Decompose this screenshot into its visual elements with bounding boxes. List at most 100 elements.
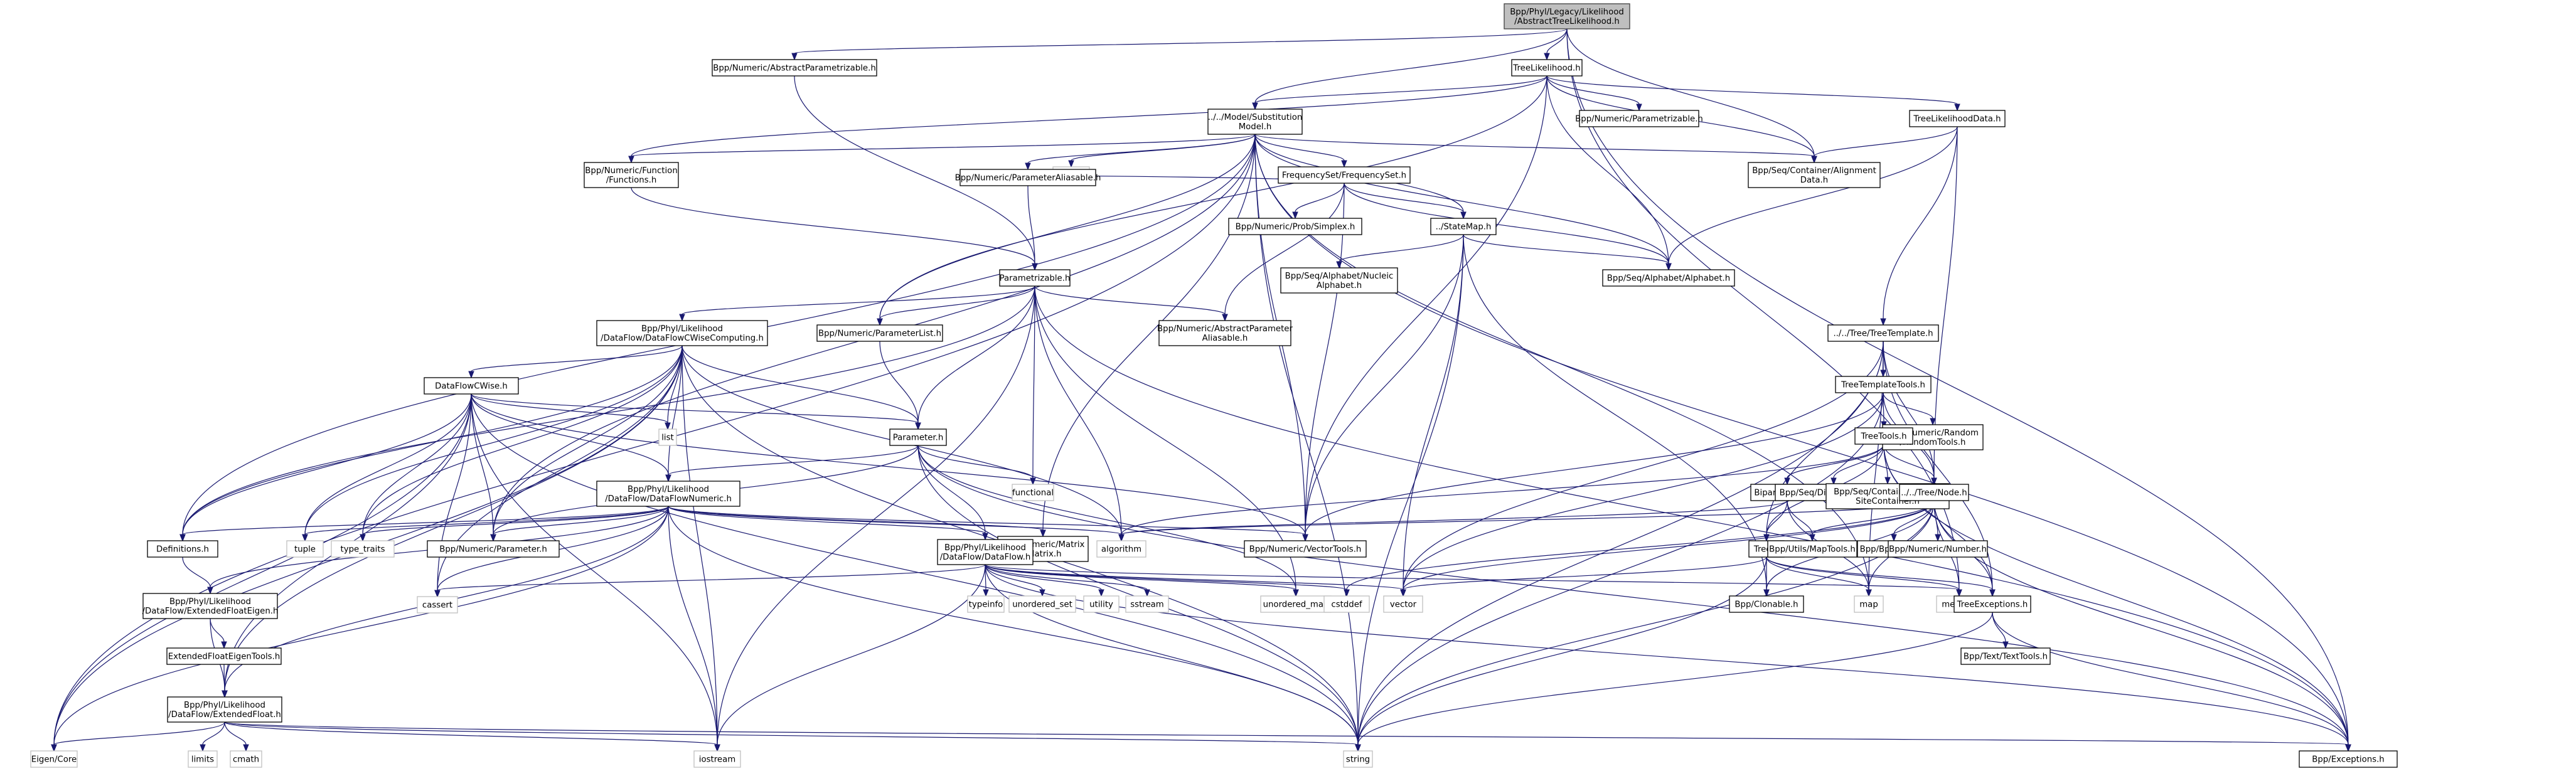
edge-treeLik-to-functions (628, 75, 1547, 164)
node-functional: functional (1012, 484, 1054, 501)
node-label: Bpp/Seq/Alphabet/Nucleic (1285, 272, 1394, 281)
edge-treeTemplateTools-to-randomTools (1883, 392, 1936, 426)
arrowhead-icon (2002, 641, 2009, 649)
node-bpp-phyl-likelihood-dataflow-dataflowcwisecomputing-h[interactable]: Bpp/Phyl/Likelihood/DataFlow/DataFlowCWi… (596, 320, 768, 346)
node-bpp-phyl-likelihood-dataflow-extendedfloat-h[interactable]: Bpp/Phyl/Likelihood/DataFlow/ExtendedFlo… (167, 696, 282, 723)
node-bpp-seq-alphabet-alphabet-h[interactable]: Bpp/Seq/Alphabet/Alphabet.h (1602, 269, 1735, 287)
node-bpp-exceptions-h[interactable]: Bpp/Exceptions.h (2299, 750, 2398, 768)
edge-node-to-string (1355, 500, 1935, 752)
node-label: type_traits (340, 545, 385, 555)
node-label: /DataFlow/ExtendedFloat.h (168, 710, 281, 720)
node-label: typeinfo (969, 600, 1003, 610)
node-label: Bpp/Seq/Container/Alignment (1752, 166, 1876, 176)
node-box (1430, 218, 1497, 235)
edge-treeH-to-vector (1400, 556, 1767, 597)
node-label: TreeLikelihoodData.h (1913, 115, 2001, 124)
edge-dfcwise-to-iostream (471, 393, 720, 752)
arrowhead-icon (1025, 162, 1031, 171)
node-treelikelihooddata-h[interactable]: TreeLikelihoodData.h (1909, 110, 2006, 127)
node-parameter-h[interactable]: Parameter.h (889, 428, 947, 446)
node-label: /DataFlow/ExtendedFloatEigen.h (142, 607, 279, 616)
node-cmath: cmath (230, 750, 262, 768)
node-bpp-clonable-h[interactable]: Bpp/Clonable.h (1729, 595, 1804, 613)
arrowhead-icon (983, 589, 989, 597)
node-bpp-numeric-vectortools-h[interactable]: Bpp/Numeric/VectorTools.h (1244, 540, 1367, 558)
node-box (596, 481, 740, 507)
node-bpp-phyl-likelihood-dataflow-extendedfloateigen-h[interactable]: Bpp/Phyl/Likelihood/DataFlow/ExtendedFlo… (142, 593, 279, 619)
node-label: ../../Model/Substitution (1208, 113, 1303, 122)
node-box (816, 324, 943, 342)
arrowhead-icon (1891, 534, 1897, 542)
edge-extFloat-to-exceptions (224, 721, 2351, 752)
node-bpp-numeric-abstractparametrizable-h[interactable]: Bpp/Numeric/AbstractParametrizable.h (712, 59, 877, 77)
node-definitions-h[interactable]: Definitions.h (147, 540, 218, 558)
node-bpp-text-texttools-h[interactable]: Bpp/Text/TextTools.h (1960, 647, 2051, 665)
node-box (1158, 320, 1291, 346)
node-box (1854, 595, 1884, 613)
edge-stateMap-to-nucAlpha (1336, 234, 1464, 269)
edge-treeExc-to-string (1355, 612, 1993, 752)
node-bpp-utils-maptools-h[interactable]: Bpp/Utils/MapTools.h (1767, 540, 1857, 558)
edge-parametrizable-to-exceptions (1034, 285, 2351, 752)
node-bpp-numeric-parameter-h[interactable]: Bpp/Numeric/Parameter.h (427, 540, 560, 558)
node-dataflowcwise-h[interactable]: DataFlowCWise.h (424, 377, 519, 395)
node-bpp-numeric-prob-simplex-h[interactable]: Bpp/Numeric/Prob/Simplex.h (1228, 218, 1362, 235)
node-label: Model.h (1239, 122, 1272, 132)
node-bpp-numeric-function-functions-h[interactable]: Bpp/Numeric/Function/Functions.h (584, 162, 679, 188)
edge-dfcwise-to-vectorTools (471, 393, 1308, 542)
arrowhead-icon (1830, 477, 1837, 486)
node-label: Bpp/Phyl/Likelihood (184, 701, 265, 710)
edge-dfcwc-to-extFloat (222, 345, 683, 698)
node-vector: vector (1383, 595, 1423, 613)
arrowhead-icon (1336, 261, 1342, 269)
node-cassert: cassert (417, 596, 458, 614)
node-extendedfloateigentools-h[interactable]: ExtendedFloatEigenTools.h (166, 647, 282, 665)
edge-extFloat-to-eigenCore (51, 721, 225, 752)
node-frequencyset-frequencyset-h[interactable]: FrequencySet/FrequencySet.h (1278, 166, 1411, 184)
node-treetools-h[interactable]: TreeTools.h (1854, 427, 1913, 445)
node-bpp-numeric-parameteraliasable-h[interactable]: Bpp/Numeric/ParameterAliasable.h (955, 169, 1101, 186)
node-parametrizable-h[interactable]: Parametrizable.h (999, 269, 1071, 287)
node-label: Bpp/Numeric/ParameterAliasable.h (955, 174, 1101, 183)
nodes-layer: Bpp/Phyl/Legacy/Likelihood/AbstractTreeL… (30, 3, 2398, 768)
node-box (889, 428, 947, 446)
node-bpp-numeric-parameterlist-h[interactable]: Bpp/Numeric/ParameterList.h (816, 324, 943, 342)
edge-dfcwise-to-typeTraits (360, 393, 472, 542)
node-tree-treetemplate-h[interactable]: ../../Tree/TreeTemplate.h (1827, 324, 1939, 342)
node-box (427, 540, 560, 558)
node-label: unordered_set (1012, 600, 1072, 610)
node-statemap-h[interactable]: ../StateMap.h (1430, 218, 1497, 235)
arrowhead-icon (1784, 477, 1790, 486)
node-box (1888, 540, 1988, 558)
node-treeexceptions-h[interactable]: TreeExceptions.h (1953, 595, 2031, 613)
node-label: cassert (422, 601, 452, 610)
edge-freqSet-to-alphabet (1344, 183, 1672, 271)
node-treelikelihood-h[interactable]: TreeLikelihood.h (1511, 59, 1583, 77)
edge-treeLik-to-numParametrizable (1546, 75, 1642, 112)
node-treetemplatetools-h[interactable]: TreeTemplateTools.h (1835, 376, 1932, 393)
edge-parametrizable-to-absParamAlias (1034, 285, 1228, 322)
node-bpp-phyl-likelihood-dataflow-dataflownumeric-h[interactable]: Bpp/Phyl/Likelihood/DataFlow/DataFlowNum… (596, 481, 740, 507)
node-box (1207, 109, 1303, 135)
node-label: /AbstractTreeLikelihood.h (1514, 17, 1620, 26)
node-label: ../../Tree/Node.h (1901, 489, 1967, 498)
node-eigen-core: Eigen/Core (30, 750, 78, 768)
node-bpp-numeric-number-h[interactable]: Bpp/Numeric/Number.h (1888, 540, 1988, 558)
node-label: iostream (699, 755, 735, 765)
node-box (1228, 218, 1362, 235)
node-box (1008, 595, 1076, 613)
node-bpp-numeric-parametrizable-h[interactable]: Bpp/Numeric/Parametrizable.h (1575, 110, 1703, 127)
node-box (937, 539, 1034, 565)
node-tree-node-h[interactable]: ../../Tree/Node.h (1899, 484, 1969, 501)
node-label: Bpp/Utils/MapTools.h (1769, 545, 1856, 555)
node-label: /Functions.h (606, 176, 657, 185)
node-label: tuple (294, 545, 316, 555)
edge-root-to-exceptions (1566, 28, 2351, 752)
node-bpp-phyl-legacy-likelihood-abstracttreelikelihood-h[interactable]: Bpp/Phyl/Legacy/Likelihood/AbstractTreeL… (1504, 3, 1630, 29)
node-bpp-phyl-likelihood-dataflow-dataflow-h[interactable]: Bpp/Phyl/Likelihood/DataFlow/DataFlow.h (937, 539, 1034, 565)
node-label: cstddef (1331, 600, 1362, 610)
